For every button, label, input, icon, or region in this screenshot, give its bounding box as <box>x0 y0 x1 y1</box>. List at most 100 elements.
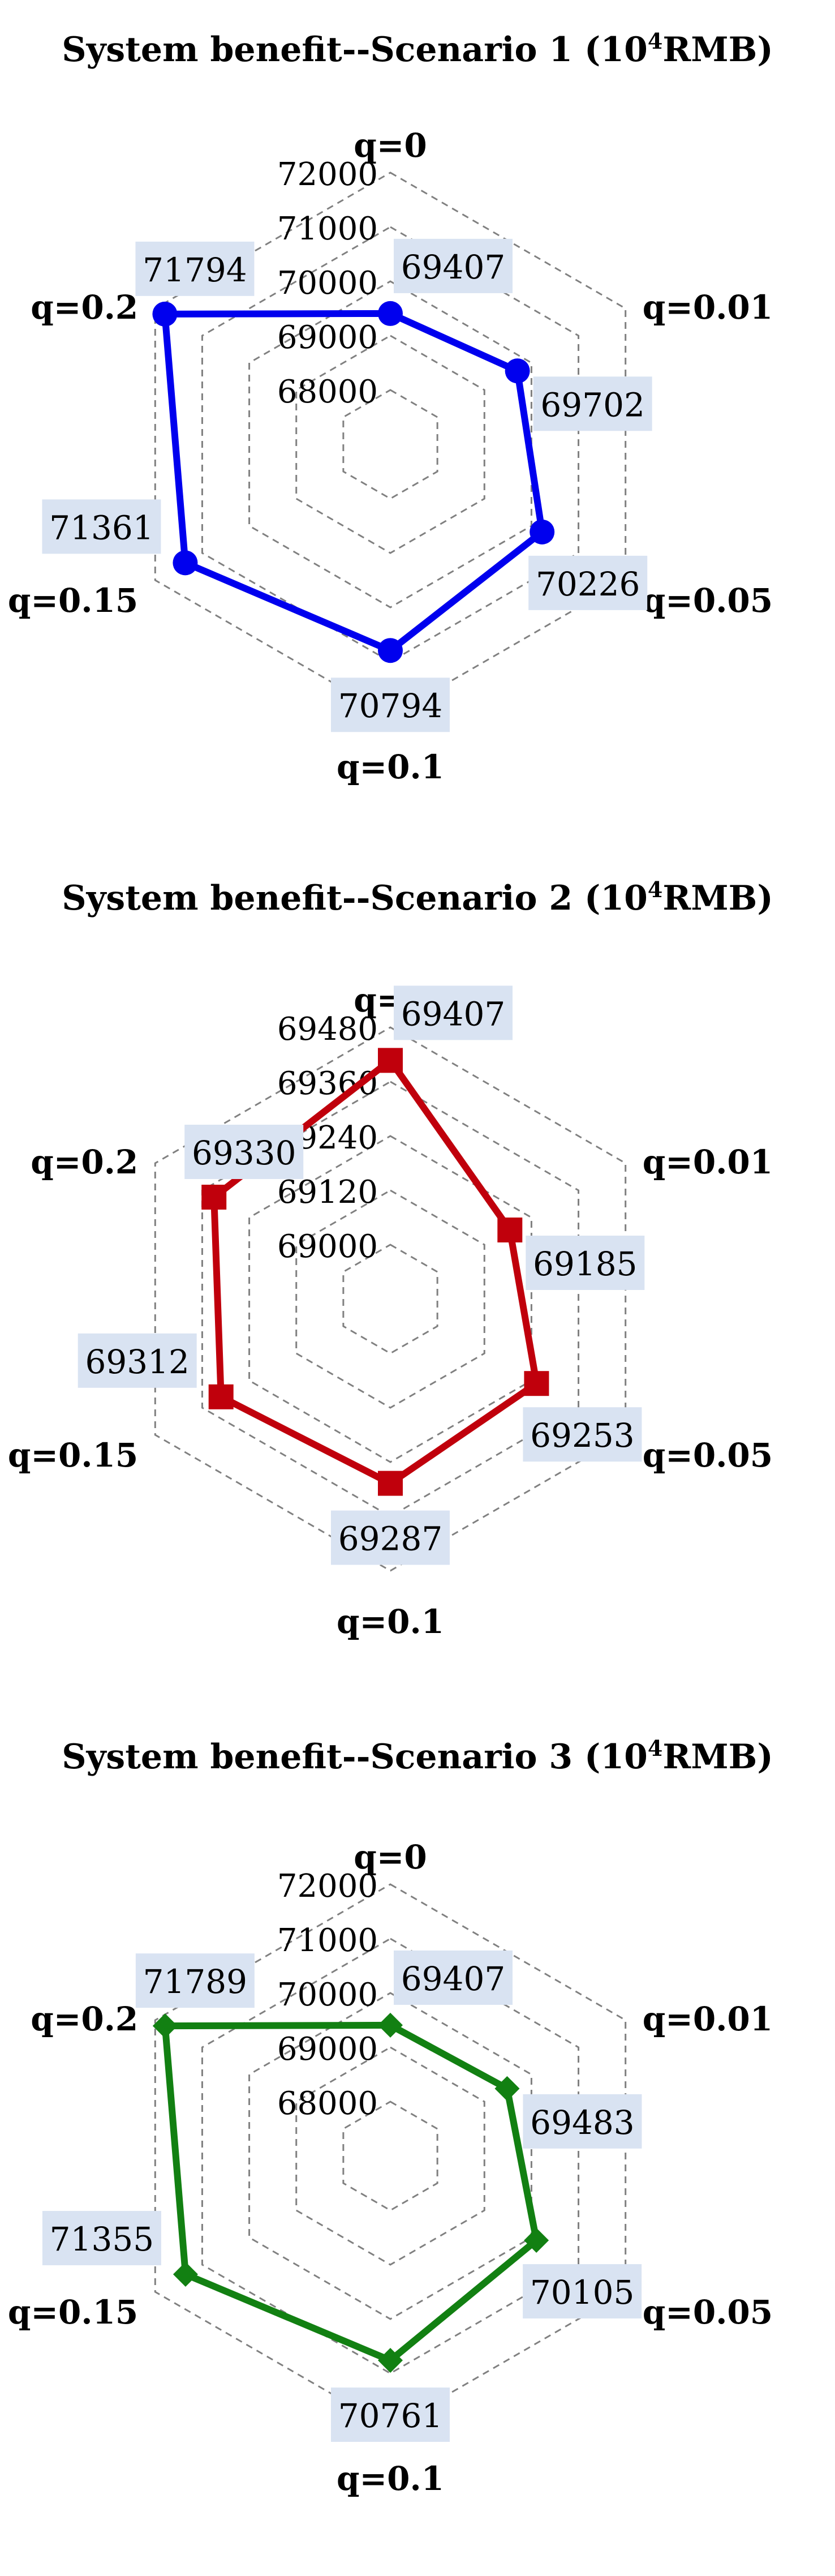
data-point-marker <box>378 301 403 326</box>
category-label: q=0 <box>354 126 427 165</box>
data-label-box <box>42 499 161 554</box>
radial-tick-label: 70000 <box>277 1977 378 2013</box>
data-label-text: 70105 <box>530 2273 635 2312</box>
data-series <box>201 1048 549 1496</box>
data-label-text: 69287 <box>338 1520 443 1558</box>
data-point-marker <box>497 1218 523 1242</box>
grid-ring <box>201 1938 580 2374</box>
data-label-text: 69407 <box>401 1960 506 1998</box>
data-label-text: 70226 <box>536 565 640 603</box>
data-series <box>152 2012 549 2373</box>
data-label: 70105 <box>523 2264 642 2319</box>
chart-title: System benefit--Scenario 3 (104RMB) <box>62 1735 773 1777</box>
data-point-marker <box>378 1471 403 1496</box>
data-label: 70794 <box>331 678 450 732</box>
data-label-box <box>523 2094 642 2149</box>
data-label-text: 71794 <box>143 251 247 289</box>
data-label-text: 69312 <box>85 1343 190 1381</box>
category-label: q=0.01 <box>643 2000 773 2038</box>
data-label-box <box>533 376 652 431</box>
data-label-box <box>523 1407 642 1462</box>
category-label: q=0.01 <box>643 1143 773 1181</box>
data-point-marker <box>494 2076 520 2101</box>
data-point-marker <box>378 2348 403 2373</box>
category-label: q=0.15 <box>8 1436 138 1475</box>
radar-chart-svg: System benefit--Scenario 3 (104RMB) 6800… <box>8 1735 773 2498</box>
data-label-text: 71361 <box>49 508 154 547</box>
data-point-marker <box>378 638 403 663</box>
data-label-box <box>331 1510 450 1565</box>
data-label: 70226 <box>528 555 648 610</box>
category-label: q=0.1 <box>337 1602 444 1641</box>
data-label: 69407 <box>394 985 513 1040</box>
data-label: 69702 <box>533 376 652 431</box>
data-point-marker <box>524 2228 549 2253</box>
data-label-text: 69702 <box>540 385 645 424</box>
series-line <box>161 310 546 654</box>
grid-ring <box>248 1135 532 1463</box>
data-label: 69483 <box>523 2094 642 2149</box>
data-label-box <box>331 2388 450 2442</box>
data-label-text: 71355 <box>50 2220 154 2258</box>
radial-tick-label: 69120 <box>277 1174 378 1211</box>
category-label: q=0.05 <box>643 1436 773 1475</box>
chart-title: System benefit--Scenario 1 (104RMB) <box>62 28 773 70</box>
data-label-text: 71789 <box>143 1962 248 2001</box>
data-point-marker <box>152 301 178 327</box>
radial-tick-label: 69480 <box>277 1011 378 1048</box>
category-label: q=0.15 <box>8 2293 138 2331</box>
data-label: 70761 <box>331 2388 450 2442</box>
data-label-box <box>394 1950 513 2005</box>
radial-tick-label: 68000 <box>277 374 378 410</box>
data-point-marker <box>378 1048 403 1073</box>
data-point-marker <box>530 519 555 545</box>
data-label-box <box>331 678 450 732</box>
series-line <box>161 2021 540 2364</box>
data-label-box <box>528 555 648 610</box>
data-label: 69330 <box>184 1125 304 1179</box>
radial-tick-label: 69000 <box>277 1228 378 1265</box>
data-point-marker <box>152 2013 178 2039</box>
data-point-marker <box>208 1384 234 1409</box>
category-label: q=0.1 <box>337 2459 444 2498</box>
grid-ring <box>201 226 580 663</box>
data-label: 69312 <box>78 1333 197 1388</box>
data-label-box <box>135 1953 255 2008</box>
radial-tick-label: 72000 <box>277 156 378 193</box>
data-label-box <box>526 1236 645 1290</box>
category-label: q=0.05 <box>643 581 773 620</box>
data-label-box <box>184 1125 304 1179</box>
radial-tick-label: 71000 <box>277 211 378 247</box>
grid-ring <box>154 1026 627 1572</box>
chart-title: System benefit--Scenario 2 (104RMB) <box>62 877 773 918</box>
grid-ring <box>342 1244 438 1355</box>
data-label-text: 69330 <box>192 1134 296 1172</box>
category-label: q=0.2 <box>31 288 138 327</box>
grid-ring <box>295 2046 485 2266</box>
radial-tick-label: 68000 <box>277 2085 378 2122</box>
data-point-marker <box>201 1185 227 1210</box>
data-label-box <box>394 238 513 293</box>
category-label: q=0.2 <box>31 2000 138 2038</box>
data-labels: 69407 69702 70226 70794 71361 71794 <box>42 238 652 732</box>
radar-chart-svg: System benefit--Scenario 1 (104RMB) 6800… <box>8 28 773 786</box>
data-label: 69407 <box>394 238 513 293</box>
data-label-text: 69253 <box>530 1416 635 1455</box>
data-point-marker <box>524 1371 549 1396</box>
grid-ring <box>342 389 438 500</box>
category-labels: q=0q=0.01q=0.05q=0.1q=0.15q=0.2 <box>8 1838 773 2498</box>
data-label-box <box>523 2264 642 2319</box>
radial-tick-label: 69000 <box>277 2031 378 2068</box>
radar-chart-scenario-2: System benefit--Scenario 2 (104RMB) 6900… <box>0 859 835 1717</box>
data-label: 69407 <box>394 1950 513 2005</box>
category-label: q=0 <box>354 1838 427 1876</box>
data-label-text: 70794 <box>338 687 443 725</box>
grid-ring <box>248 1992 532 2320</box>
radial-tick-label: 71000 <box>277 1922 378 1959</box>
data-point-marker <box>173 550 198 576</box>
category-labels: q=0q=0.01q=0.05q=0.1q=0.15q=0.2 <box>8 126 773 786</box>
